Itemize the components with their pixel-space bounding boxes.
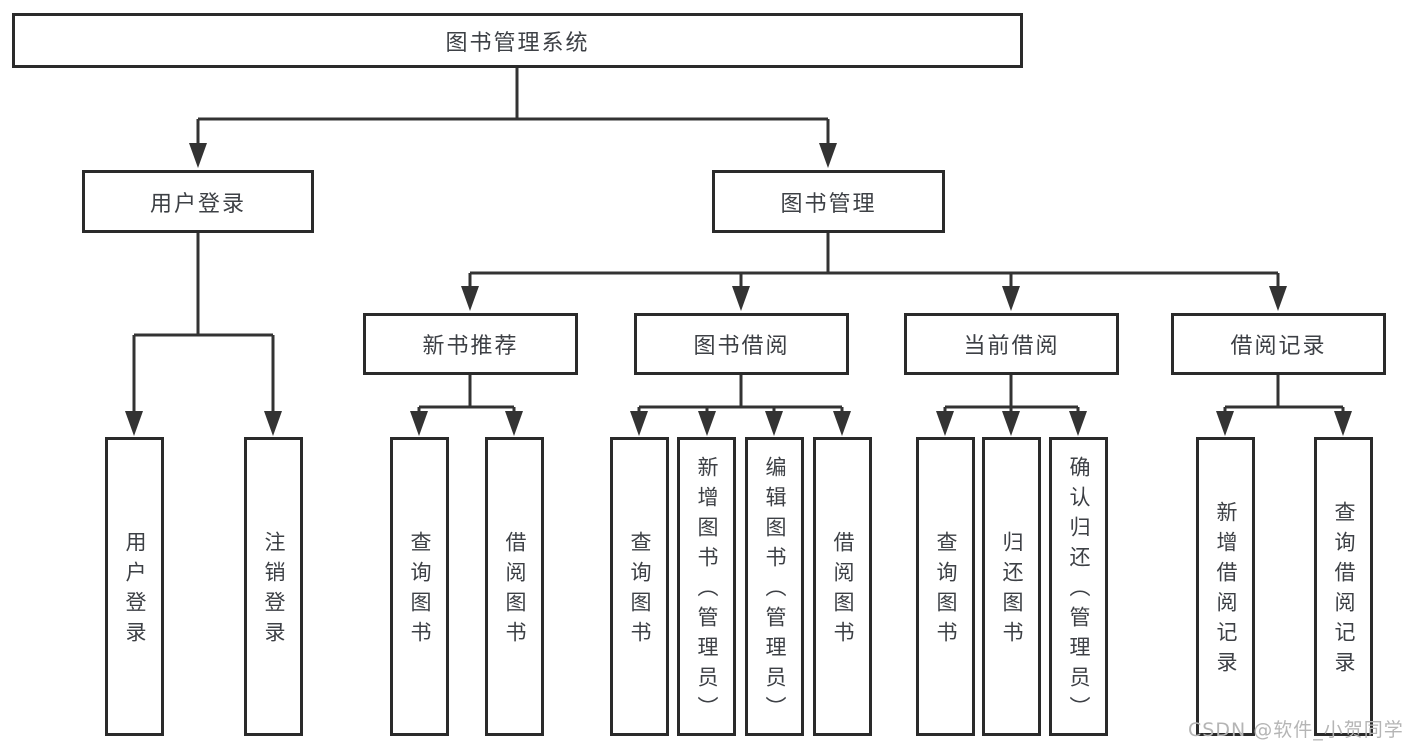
connector-new-book-rec-to-children xyxy=(410,375,523,436)
node-bb-edit-book: 编辑图书（管理员） xyxy=(745,437,804,736)
node-cb-confirm-return: 确认归还（管理员） xyxy=(1049,437,1108,736)
node-login-label: 用户登录 xyxy=(123,531,147,651)
node-login: 用户登录 xyxy=(105,437,164,736)
node-nbr-query-book: 查询图书 xyxy=(390,437,449,736)
arrowhead xyxy=(765,411,783,436)
node-root-label: 图书管理系统 xyxy=(445,30,590,56)
node-bb-edit-book-label: 编辑图书（管理员） xyxy=(763,456,787,726)
node-bb-query-book: 查询图书 xyxy=(610,437,669,736)
connector-line xyxy=(196,68,830,144)
connector-line xyxy=(417,375,516,413)
connector-line xyxy=(637,375,844,413)
node-new-book-rec: 新书推荐 xyxy=(363,313,578,375)
node-bb-query-book-label: 查询图书 xyxy=(628,531,652,651)
connector-book-mgmt-to-level2 xyxy=(461,233,1287,311)
connector-user-login-to-children xyxy=(125,233,282,436)
node-nbr-borrow-book: 借阅图书 xyxy=(485,437,544,736)
node-br-query-record-label: 查询借阅记录 xyxy=(1332,501,1356,681)
connector-current-borrow-to-children xyxy=(936,375,1087,436)
node-new-book-rec-label: 新书推荐 xyxy=(422,334,519,359)
node-cb-return-book: 归还图书 xyxy=(982,437,1041,736)
node-br-add-record-label: 新增借阅记录 xyxy=(1214,501,1238,681)
node-book-mgmt-label: 图书管理 xyxy=(780,191,877,217)
arrowhead xyxy=(461,286,479,311)
node-user-login-label: 用户登录 xyxy=(149,191,246,217)
arrowhead xyxy=(410,411,428,436)
arrowhead xyxy=(505,411,523,436)
arrowhead xyxy=(630,411,648,436)
node-book-borrow: 图书借阅 xyxy=(634,313,849,375)
node-current-borrow-label: 当前借阅 xyxy=(963,334,1060,359)
node-br-add-record: 新增借阅记录 xyxy=(1196,437,1255,736)
node-bb-borrow-book: 借阅图书 xyxy=(813,437,872,736)
node-book-mgmt: 图书管理 xyxy=(712,170,945,233)
connector-line xyxy=(468,233,1280,287)
node-book-borrow-label: 图书借阅 xyxy=(693,334,790,359)
csdn-watermark: CSDN @软件_小贺同学 xyxy=(1188,719,1404,741)
node-logout: 注销登录 xyxy=(244,437,303,736)
connector-line xyxy=(1223,375,1345,413)
arrowhead xyxy=(189,143,207,168)
arrowhead xyxy=(732,286,750,311)
arrowhead xyxy=(698,411,716,436)
node-borrow-record: 借阅记录 xyxy=(1171,313,1386,375)
node-nbr-query-book-label: 查询图书 xyxy=(408,531,432,651)
arrowhead xyxy=(1002,286,1020,311)
node-br-query-record: 查询借阅记录 xyxy=(1314,437,1373,736)
arrowhead xyxy=(1002,411,1020,436)
connector-root-to-level1 xyxy=(189,68,837,168)
node-user-login: 用户登录 xyxy=(82,170,314,233)
connector-book-borrow-to-children xyxy=(630,375,851,436)
node-borrow-record-label: 借阅记录 xyxy=(1230,334,1327,359)
arrowhead xyxy=(125,411,143,436)
connector-line xyxy=(943,375,1080,413)
arrowhead xyxy=(1069,411,1087,436)
node-current-borrow: 当前借阅 xyxy=(904,313,1119,375)
node-cb-query-book-label: 查询图书 xyxy=(934,531,958,651)
node-cb-query-book: 查询图书 xyxy=(916,437,975,736)
arrowhead xyxy=(1216,411,1234,436)
node-root: 图书管理系统 xyxy=(12,13,1023,68)
node-bb-borrow-book-label: 借阅图书 xyxy=(831,531,855,651)
arrowhead xyxy=(1334,411,1352,436)
node-logout-label: 注销登录 xyxy=(262,531,286,651)
node-cb-return-book-label: 归还图书 xyxy=(1000,531,1024,651)
arrowhead xyxy=(1269,286,1287,311)
connector-borrow-record-to-children xyxy=(1216,375,1352,436)
arrowhead xyxy=(819,143,837,168)
node-cb-confirm-return-label: 确认归还（管理员） xyxy=(1067,456,1091,726)
connector-line xyxy=(132,233,275,412)
arrowhead xyxy=(833,411,851,436)
arrowhead xyxy=(264,411,282,436)
node-bb-add-book-label: 新增图书（管理员） xyxy=(695,456,719,726)
arrowhead xyxy=(936,411,954,436)
node-bb-add-book: 新增图书（管理员） xyxy=(677,437,736,736)
node-nbr-borrow-book-label: 借阅图书 xyxy=(503,531,527,651)
